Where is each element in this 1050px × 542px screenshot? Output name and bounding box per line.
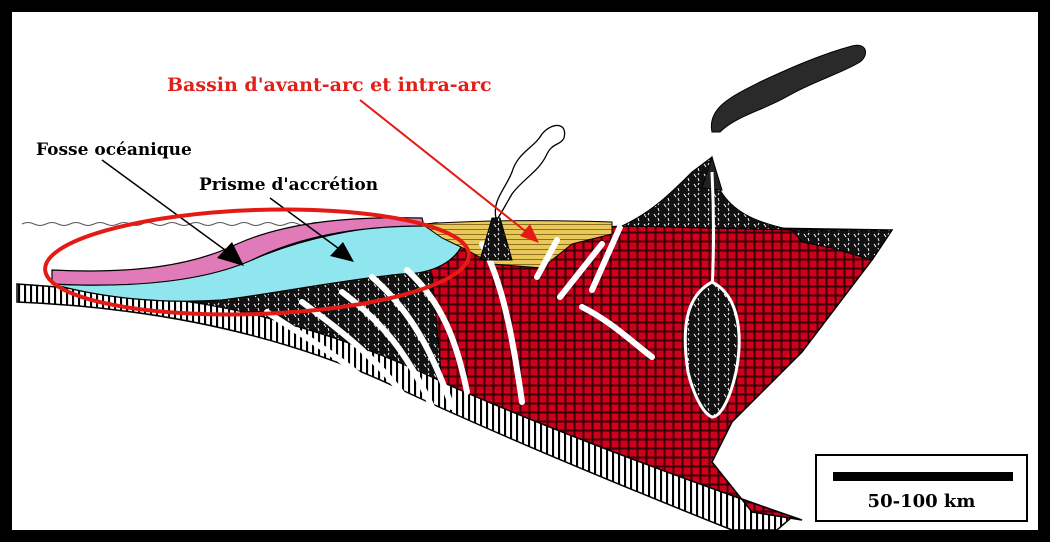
fosse-label: Fosse océanique [36,140,192,160]
large-volcano [622,157,792,230]
subduction-diagram [12,12,1038,530]
magma-conduit [712,172,714,292]
prisme-label: Prisme d'accrétion [199,175,378,195]
small-plume [495,125,564,218]
scale-bar [833,472,1013,481]
ash-plume [711,45,865,132]
scale-text: 50-100 km [817,491,1026,512]
bassin-label: Bassin d'avant-arc et intra-arc [167,74,492,96]
scale-legend: 50-100 km [815,454,1028,522]
diagram-canvas: Bassin d'avant-arc et intra-arc Fosse oc… [12,12,1038,530]
